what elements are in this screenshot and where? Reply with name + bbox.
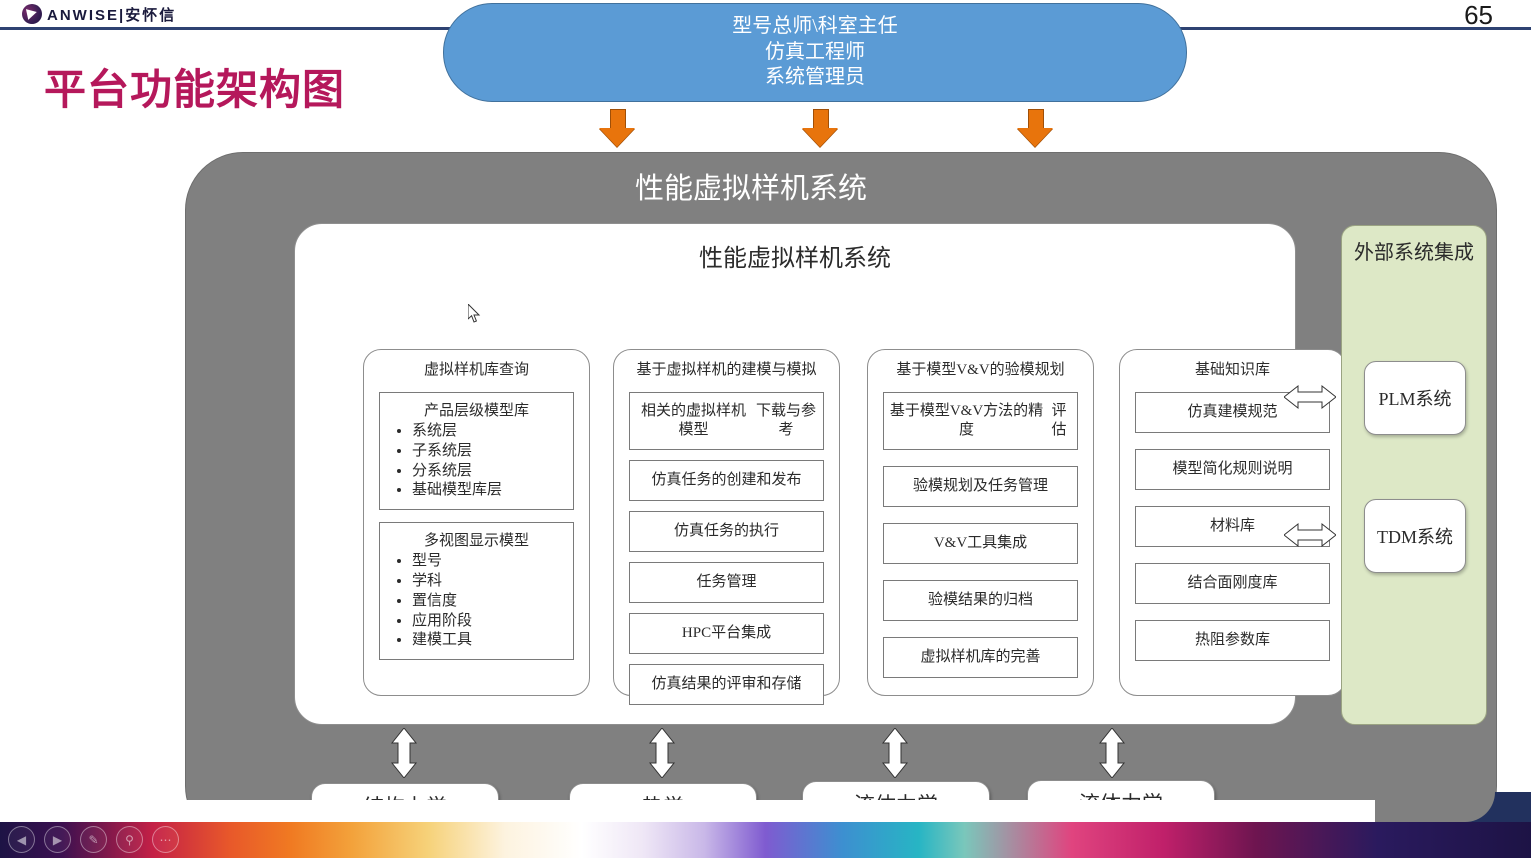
column-virtual-prototype-query[interactable]: 虚拟样机库查询 产品层级模型库 系统层 子系统层 分系统层 基础模型库层 多视图… xyxy=(363,349,590,696)
bidirectional-arrow-icon xyxy=(647,727,677,779)
bidirectional-arrow-icon xyxy=(1284,384,1336,410)
list-item[interactable]: 基础模型库层 xyxy=(412,481,569,501)
down-arrow-icon xyxy=(802,109,838,147)
bidirectional-arrow-icon xyxy=(1284,522,1336,548)
down-arrow-icon xyxy=(599,109,635,147)
presentation-nav-bar[interactable]: ◀ ▶ ✎ ⚲ ⋯ xyxy=(8,826,179,853)
arrow-shaft xyxy=(813,109,829,130)
list-box[interactable]: 产品层级模型库 系统层 子系统层 分系统层 基础模型库层 xyxy=(379,392,574,511)
item-box[interactable]: 虚拟样机库的完善 xyxy=(883,636,1078,678)
role-line-2: 系统管理员 xyxy=(765,66,865,89)
system-panel: 性能虚拟样机系统 性能虚拟样机系统 虚拟样机库查询 产品层级模型库 系统层 子系… xyxy=(185,152,1497,844)
zoom-icon[interactable]: ⚲ xyxy=(116,826,143,853)
pen-icon[interactable]: ✎ xyxy=(80,826,107,853)
more-icon[interactable]: ⋯ xyxy=(152,826,179,853)
list-box[interactable]: 多视图显示模型 型号 学科 置信度 应用阶段 建模工具 xyxy=(379,522,574,661)
anwise-logo-icon xyxy=(22,4,42,24)
next-icon[interactable]: ▶ xyxy=(44,826,71,853)
down-arrow-icon xyxy=(1017,109,1053,147)
list-item[interactable]: 分系统层 xyxy=(412,462,569,482)
list-item[interactable]: 子系统层 xyxy=(412,442,569,462)
column-vv-planning[interactable]: 基于模型V&V的验模规划 基于模型V&V方法的精度评估 验模规划及任务管理 V&… xyxy=(867,349,1094,696)
system-panel-title: 性能虚拟样机系统 xyxy=(634,173,867,205)
list-item[interactable]: 学科 xyxy=(412,572,569,592)
anwise-logo-text: ANWISE|安怀信 xyxy=(47,6,177,24)
column-title: 基于模型V&V的验模规划 xyxy=(896,362,1065,378)
item-box[interactable]: 相关的虚拟样机模型下载与参考 xyxy=(629,392,824,450)
panel-corner-overlap xyxy=(1375,792,1495,822)
external-systems-panel: 外部系统集成 PLM系统 TDM系统 xyxy=(1341,225,1487,725)
bottom-white-strip xyxy=(0,800,1531,822)
item-box[interactable]: 仿真任务的创建和发布 xyxy=(629,459,824,501)
arrow-head xyxy=(599,128,635,147)
bidirectional-arrow-icon xyxy=(389,727,419,779)
column-body: 基于模型V&V方法的精度评估 验模规划及任务管理 V&V工具集成 验模结果的归档… xyxy=(883,392,1078,678)
bidirectional-arrow-icon xyxy=(880,727,910,779)
column-body: 仿真建模规范 模型简化规则说明 材料库 结合面刚度库 热阻参数库 xyxy=(1135,392,1330,661)
external-system-tdm[interactable]: TDM系统 xyxy=(1364,499,1466,573)
item-box[interactable]: V&V工具集成 xyxy=(883,522,1078,564)
list-box-title: 产品层级模型库 xyxy=(423,403,529,419)
bottom-decorative-strip xyxy=(0,822,1531,858)
mouse-cursor-icon xyxy=(467,302,481,323)
item-box[interactable]: 基于模型V&V方法的精度评估 xyxy=(883,392,1078,450)
bidirectional-arrow-icon xyxy=(1097,727,1127,779)
column-body: 相关的虚拟样机模型下载与参考 仿真任务的创建和发布 仿真任务的执行 任务管理 H… xyxy=(629,392,824,705)
item-box[interactable]: HPC平台集成 xyxy=(629,612,824,654)
list-item[interactable]: 应用阶段 xyxy=(412,612,569,632)
arrow-head xyxy=(1017,128,1053,147)
item-box[interactable]: 仿真结果的评审和存储 xyxy=(629,663,824,705)
item-box[interactable]: 验模结果的归档 xyxy=(883,579,1078,621)
item-box[interactable]: 任务管理 xyxy=(629,561,824,603)
item-box[interactable]: 结合面刚度库 xyxy=(1135,563,1330,604)
list-box-items: 系统层 子系统层 分系统层 基础模型库层 xyxy=(384,422,569,501)
role-line-1: 仿真工程师 xyxy=(765,40,865,63)
role-banner: 型号总师\科室主任 仿真工程师 系统管理员 xyxy=(443,3,1187,102)
column-body: 产品层级模型库 系统层 子系统层 分系统层 基础模型库层 多视图显示模型 型号 … xyxy=(379,392,574,661)
role-line-0: 型号总师\科室主任 xyxy=(732,15,898,38)
column-title: 虚拟样机库查询 xyxy=(423,362,529,378)
list-item[interactable]: 建模工具 xyxy=(412,631,569,651)
anwise-logo: ANWISE|安怀信 xyxy=(22,3,176,25)
arrow-head xyxy=(802,128,838,147)
item-box[interactable]: 仿真任务的执行 xyxy=(629,510,824,552)
arrow-shaft xyxy=(1028,109,1044,130)
prev-icon[interactable]: ◀ xyxy=(8,826,35,853)
list-item[interactable]: 型号 xyxy=(412,552,569,572)
inner-panel: 性能虚拟样机系统 虚拟样机库查询 产品层级模型库 系统层 子系统层 分系统层 基… xyxy=(294,223,1346,725)
column-title: 基于虚拟样机的建模与模拟 xyxy=(636,362,817,378)
inner-panel-title: 性能虚拟样机系统 xyxy=(699,246,891,272)
column-title: 基础知识库 xyxy=(1194,362,1270,378)
external-systems-title: 外部系统集成 xyxy=(1354,242,1474,264)
page-title: 平台功能架构图 xyxy=(44,66,346,113)
list-box-items: 型号 学科 置信度 应用阶段 建模工具 xyxy=(384,552,569,651)
external-system-plm[interactable]: PLM系统 xyxy=(1364,361,1466,435)
item-box[interactable]: 验模规划及任务管理 xyxy=(883,465,1078,507)
item-box[interactable]: 热阻参数库 xyxy=(1135,620,1330,661)
item-box[interactable]: 模型简化规则说明 xyxy=(1135,449,1330,490)
list-item[interactable]: 置信度 xyxy=(412,592,569,612)
arrow-shaft xyxy=(610,109,626,130)
list-item[interactable]: 系统层 xyxy=(412,422,569,442)
list-box-title: 多视图显示模型 xyxy=(423,533,529,550)
column-knowledge-base[interactable]: 基础知识库 仿真建模规范 模型简化规则说明 材料库 结合面刚度库 热阻参数库 xyxy=(1119,349,1346,696)
column-modeling-simulation[interactable]: 基于虚拟样机的建模与模拟 相关的虚拟样机模型下载与参考 仿真任务的创建和发布 仿… xyxy=(613,349,840,705)
page-number: 65 xyxy=(1464,0,1493,30)
